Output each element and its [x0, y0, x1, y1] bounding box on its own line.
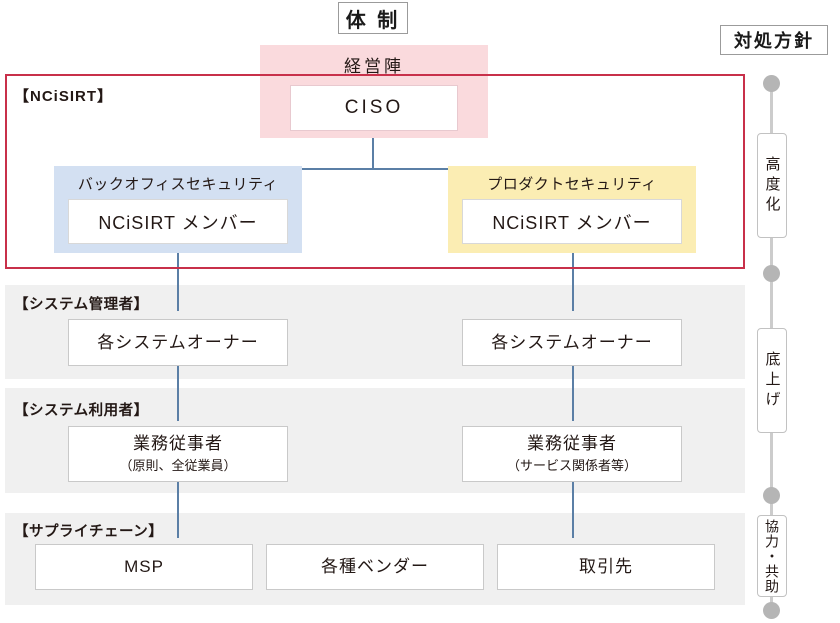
box-supply-msp: MSP: [35, 544, 253, 590]
group-product-security-title: プロダクトセキュリティ: [487, 176, 657, 193]
connector-left-to-supply: [177, 482, 179, 538]
timeline-stage-kodoka-label: 高度化: [763, 155, 781, 216]
box-supply-vendors-label: 各種ベンダー: [321, 557, 429, 577]
timeline-dot-2: [763, 265, 780, 282]
band-label-supply-chain: 【サプライチェーン】: [14, 524, 164, 540]
box-system-owner-left-label: 各システムオーナー: [97, 332, 259, 352]
page-title-right: 対処方針: [720, 25, 828, 55]
timeline-stage-kyoryoku-label: 協力・共助: [764, 518, 780, 594]
group-back-office-security: バックオフィスセキュリティ NCiSIRT メンバー: [54, 166, 302, 253]
box-worker-left-label: 業務従事者: [133, 434, 223, 454]
box-supply-clients: 取引先: [497, 544, 715, 590]
executive-panel-label: 経営陣: [344, 57, 404, 76]
executive-panel: 経営陣 CISO: [260, 45, 488, 138]
box-system-owner-left: 各システムオーナー: [68, 319, 288, 366]
timeline-stage-kyoryoku: 協力・共助: [757, 515, 787, 597]
connector-left-to-users: [177, 366, 179, 421]
connector-exec-bar: [178, 168, 574, 170]
box-worker-left-sublabel: （原則、全従業員）: [119, 457, 237, 473]
box-system-owner-right: 各システムオーナー: [462, 319, 682, 366]
timeline-dot-4: [763, 602, 780, 619]
connector-left-to-admins: [177, 253, 179, 311]
box-worker-right: 業務従事者 （サービス関係者等）: [462, 426, 682, 482]
box-supply-vendors: 各種ベンダー: [266, 544, 484, 590]
group-back-office-security-title: バックオフィスセキュリティ: [77, 176, 279, 193]
box-worker-left: 業務従事者 （原則、全従業員）: [68, 426, 288, 482]
connector-right-to-users: [572, 366, 574, 421]
group-product-security-member: NCiSIRT メンバー: [462, 199, 682, 244]
ncisirt-frame-label: 【NCiSIRT】: [14, 88, 114, 105]
box-worker-right-sublabel: （サービス関係者等）: [506, 457, 637, 473]
box-supply-msp-label: MSP: [124, 557, 164, 577]
page-title-left: 体 制: [338, 2, 408, 34]
box-worker-right-label: 業務従事者: [527, 434, 617, 454]
timeline-stage-soko-age-label: 底上げ: [763, 350, 781, 411]
timeline-dot-3: [763, 487, 780, 504]
connector-right-to-supply: [572, 482, 574, 538]
timeline-dot-1: [763, 75, 780, 92]
connector-exec-stem: [372, 138, 374, 169]
executive-role-box: CISO: [290, 85, 458, 131]
band-label-system-users: 【システム利用者】: [14, 403, 149, 419]
timeline-stage-soko-age: 底上げ: [757, 328, 787, 433]
timeline-stage-kodoka: 高度化: [757, 133, 787, 238]
group-product-security: プロダクトセキュリティ NCiSIRT メンバー: [448, 166, 696, 253]
band-label-system-admins: 【システム管理者】: [14, 297, 149, 313]
box-supply-clients-label: 取引先: [579, 557, 633, 577]
group-back-office-security-member: NCiSIRT メンバー: [68, 199, 288, 244]
box-system-owner-right-label: 各システムオーナー: [491, 332, 653, 352]
connector-right-to-admins: [572, 253, 574, 311]
